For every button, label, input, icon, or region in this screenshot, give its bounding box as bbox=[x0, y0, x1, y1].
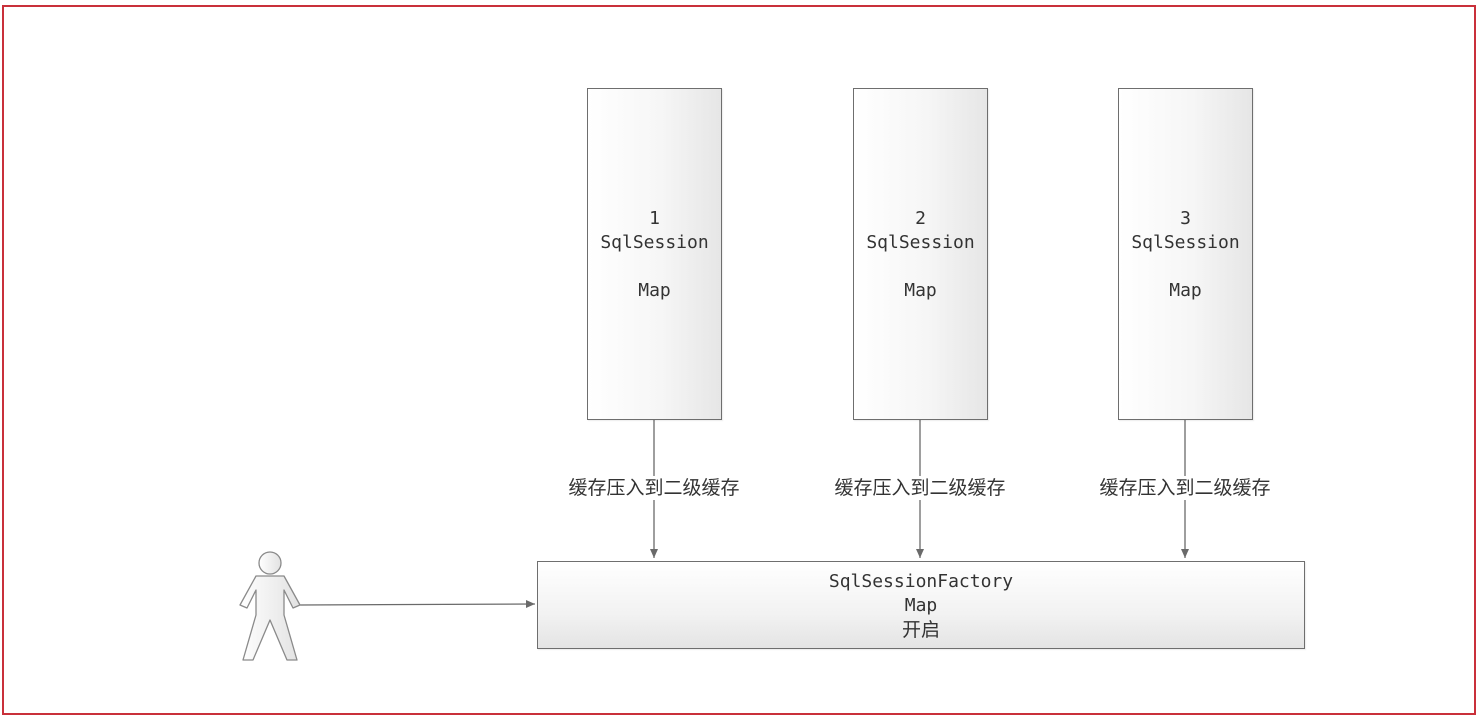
sqlsession-text-3: 3 SqlSession Map bbox=[1119, 207, 1252, 303]
session-name: SqlSession bbox=[600, 232, 709, 253]
person-icon bbox=[239, 551, 301, 661]
edge-label-3: 缓存压入到二级缓存 bbox=[1075, 476, 1295, 500]
sqlsession-text-2: 2 SqlSession Map bbox=[854, 207, 987, 303]
session-number: 2 bbox=[915, 208, 926, 229]
session-store: Map bbox=[1169, 280, 1202, 301]
sqlsession-box-3: 3 SqlSession Map bbox=[1118, 88, 1253, 420]
session-number: 1 bbox=[649, 208, 660, 229]
sqlsession-text-1: 1 SqlSession Map bbox=[588, 207, 721, 303]
edge-label-1: 缓存压入到二级缓存 bbox=[544, 476, 764, 500]
sqlsession-box-1: 1 SqlSession Map bbox=[587, 88, 722, 420]
sqlsessionfactory-text: SqlSessionFactory Map 开启 bbox=[538, 570, 1304, 642]
session-number: 3 bbox=[1180, 208, 1191, 229]
session-name: SqlSession bbox=[866, 232, 975, 253]
connector-actor-to-factory bbox=[299, 600, 536, 609]
factory-name: SqlSessionFactory bbox=[828, 571, 1014, 592]
factory-status: 开启 bbox=[901, 619, 940, 641]
factory-store: Map bbox=[904, 595, 938, 616]
sqlsession-box-2: 2 SqlSession Map bbox=[853, 88, 988, 420]
edge-label-2: 缓存压入到二级缓存 bbox=[810, 476, 1030, 500]
diagram-frame bbox=[2, 5, 1476, 715]
session-name: SqlSession bbox=[1131, 232, 1240, 253]
sqlsessionfactory-box: SqlSessionFactory Map 开启 bbox=[537, 561, 1305, 649]
session-store: Map bbox=[638, 280, 671, 301]
session-store: Map bbox=[904, 280, 937, 301]
